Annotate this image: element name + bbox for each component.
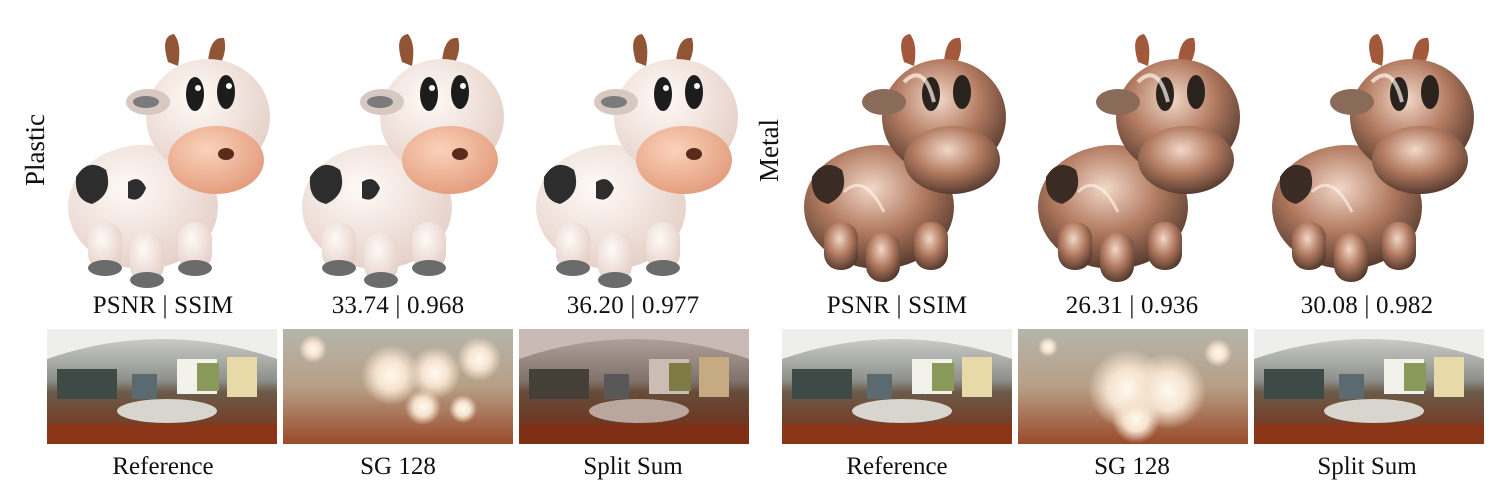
envmap-plastic-reference (47, 329, 277, 444)
envmap-metal-splitsum (1254, 329, 1484, 444)
caption-metal-splitsum: Split Sum (1317, 453, 1417, 480)
caption-plastic-reference: Reference (112, 453, 214, 480)
cow-render-metal-splitsum (1252, 22, 1484, 290)
cow-render-plastic-reference (48, 22, 280, 290)
envmap-plastic-sg128 (283, 329, 513, 444)
row-label-metal: Metal (754, 119, 784, 182)
cow-render-metal-sg128 (1018, 22, 1250, 290)
metric-metal-splitsum: 30.08 | 0.982 (1300, 292, 1434, 319)
cow-render-metal-reference (784, 22, 1016, 290)
envmap-plastic-splitsum (519, 329, 749, 444)
row-label-plastic: Plastic (20, 114, 50, 186)
caption-metal-reference: Reference (846, 453, 948, 480)
metric-plastic-splitsum: 36.20 | 0.977 (566, 292, 700, 319)
cow-render-plastic-sg128 (282, 22, 514, 290)
metric-metal-sg128: 26.31 | 0.936 (1065, 292, 1199, 319)
cow-render-plastic-splitsum (516, 22, 748, 290)
envmap-metal-reference (782, 329, 1012, 444)
caption-plastic-sg128: SG 128 (360, 453, 436, 480)
metric-plastic-reference: PSNR | SSIM (92, 292, 234, 319)
metric-metal-reference: PSNR | SSIM (826, 292, 968, 319)
envmap-metal-sg128 (1018, 329, 1248, 444)
caption-metal-sg128: SG 128 (1094, 453, 1170, 480)
caption-plastic-splitsum: Split Sum (583, 453, 683, 480)
metric-plastic-sg128: 33.74 | 0.968 (331, 292, 465, 319)
